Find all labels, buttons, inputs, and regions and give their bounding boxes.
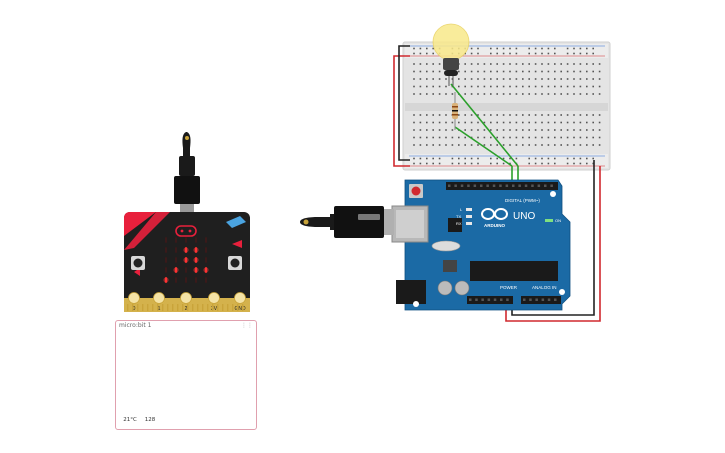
edge-pin-label: 1 (158, 306, 161, 312)
edge-connector[interactable]: 0 1 2 3V GND (127, 292, 246, 313)
on-led-label: ON (555, 218, 561, 223)
arduino-logo (481, 208, 508, 220)
red-wire-right[interactable] (505, 166, 601, 322)
edge-pin-label: 3V (211, 306, 218, 312)
green-wire-1[interactable] (450, 83, 519, 167)
analog-header[interactable] (521, 296, 561, 304)
edge-pin-label: GND (234, 306, 246, 312)
edge-pin-1[interactable]: 1 (153, 292, 165, 313)
black-wire-left[interactable] (398, 45, 410, 161)
edge-pin-gnd[interactable]: GND (234, 292, 246, 313)
microbit-logo[interactable] (175, 225, 197, 237)
edge-pin-label: 2 (185, 306, 188, 312)
arduino-brand: ARDUINO (484, 223, 505, 228)
digital-header-label: DIGITAL (PWM~) (505, 198, 540, 203)
panel-drag-handle[interactable]: ⋮⋮ (241, 322, 253, 329)
button-a[interactable] (131, 256, 145, 270)
power-header-label: POWER (500, 285, 518, 290)
edge-pin-0[interactable]: 0 (128, 292, 140, 313)
sensor-panel-title: micro:bit 1 (119, 322, 152, 329)
temperature-value: 21°C (123, 417, 137, 423)
digital-header[interactable] (446, 182, 558, 190)
red-wire-left[interactable] (393, 55, 410, 167)
usb-cable-microbit[interactable] (174, 132, 200, 212)
resistor[interactable] (452, 92, 458, 130)
led-label-tx: TX (456, 214, 461, 219)
led-matrix (163, 237, 209, 283)
sensor-panel[interactable]: micro:bit 1 ⋮⋮ 21°C 128 (115, 320, 257, 430)
edge-pin-label: 0 (133, 306, 136, 312)
arduino-model: UNO (513, 211, 535, 222)
atmega-chip (470, 261, 558, 281)
header-pins (448, 184, 557, 301)
light-bulb[interactable] (432, 23, 470, 86)
light-level-value: 128 (144, 417, 156, 423)
edge-pin-3v[interactable]: 3V (208, 292, 220, 313)
green-wire-2[interactable] (454, 126, 513, 167)
power-jack[interactable] (396, 280, 426, 304)
usb-cable-arduino[interactable] (300, 206, 394, 238)
edge-pin-2[interactable]: 2 (180, 292, 192, 313)
arduino-uno[interactable]: UNO ARDUINO DIGITAL (PWM~) POWER ANALOG … (391, 179, 571, 311)
analog-header-label: ANALOG IN (532, 285, 557, 290)
button-b[interactable] (228, 256, 242, 270)
led-label-rx: RX (456, 221, 462, 226)
microbit-board[interactable]: 0 1 2 3V GND (124, 212, 250, 312)
led-label-l: L (460, 207, 463, 212)
